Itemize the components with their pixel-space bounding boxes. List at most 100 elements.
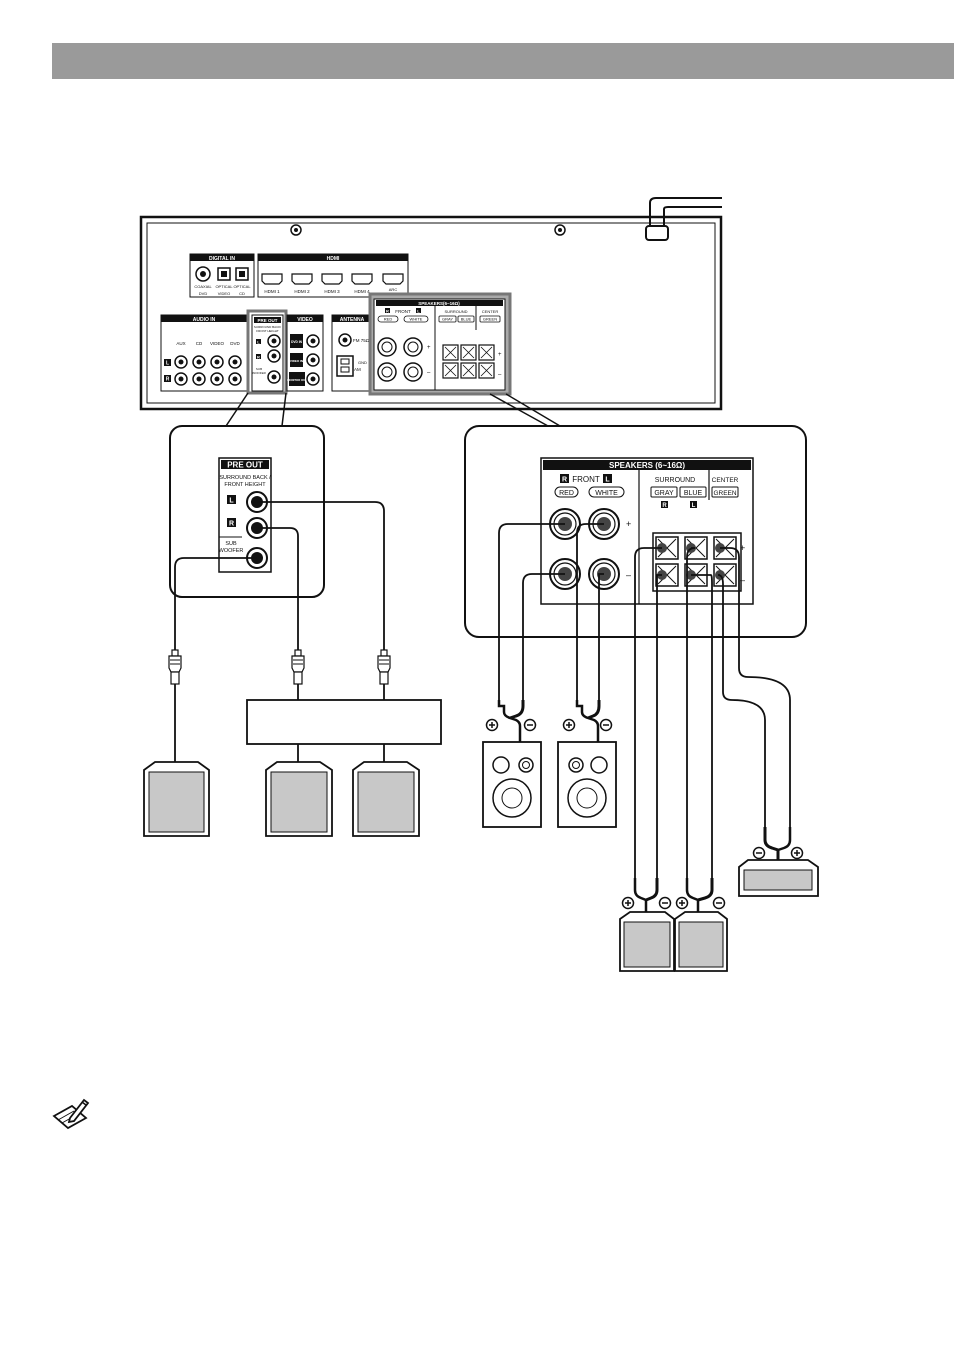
speakers-small-red: RED [384,317,393,322]
speakers-small-minus-right: – [498,372,502,378]
speakers-small-blue: BLUE [461,317,472,322]
speakers-zoom-front: FRONT [572,475,600,484]
speakers-small-minus: – [427,370,431,376]
audio-in-dvd: DVD [230,341,240,346]
speakers-zoom-green: GREEN [713,490,736,497]
speakers-small-section: SPEAKERS(6~16Ω) R FRONT L RED WHITE SURR… [368,292,512,396]
front-speaker-l [557,700,617,828]
audio-in-title: AUDIO IN [193,317,216,323]
audio-in-aux: AUX [176,341,185,346]
pre-out-zoom-sub1: SURROUND BACK / [219,475,271,481]
speakers-zoom-surround-r: R [662,503,667,509]
optical2-label: OPTICAL [233,284,251,289]
antenna-fm: FM 75Ω [353,338,370,343]
pre-out-small-sw1: SUB [256,367,262,371]
pre-out-small-l: L [257,339,260,344]
power-cord [649,197,722,237]
antenna-section: ANTENNA FM 75Ω GND AM [331,314,373,392]
surround-back-speaker-r [265,761,333,837]
zoom-leader-pre-out [225,392,287,427]
speakers-zoom-sc-plus: + [740,543,745,553]
section-header-bar [52,43,954,79]
speakers-zoom-title: SPEAKERS (6~16Ω) [609,461,685,470]
minus-terminal-icon [599,718,613,732]
rca-cables [174,501,385,650]
audio-in-r: R [166,377,170,383]
hdmi-arc-label: ARC [389,287,398,292]
hdmi-port-2: HDMI 2 [294,289,310,294]
speakers-zoom-white: WHITE [595,490,618,497]
surround-speaker-r [619,878,675,972]
front-speaker-r [482,700,542,828]
audio-in-l: L [166,361,169,367]
speakers-small-plus-right: + [498,352,502,358]
subwoofer-speaker [143,761,210,837]
video-video-in: VIDEO IN [290,359,303,363]
surround-back-speaker-l [352,761,420,837]
speakers-zoom-blue: BLUE [684,490,703,497]
hdmi-port-1: HDMI 1 [264,289,280,294]
speakers-zoom-panel: SPEAKERS (6~16Ω) R FRONT L RED WHITE SUR… [464,425,807,638]
speakers-zoom-center: CENTER [712,477,739,484]
speakers-zoom-front-minus: – [626,570,631,580]
pre-out-small-r: R [257,354,260,359]
speakers-zoom-red: RED [559,490,574,497]
speakers-small-white: WHITE [410,317,423,322]
center-speaker [738,827,819,897]
digital-src2: VIDEO [218,291,230,296]
plus-terminal-icon [562,718,576,732]
video-monitor-out: MONITOR OUT [287,378,307,382]
speakers-small-r: R [386,308,389,313]
pre-out-zoom-r: R [229,521,234,528]
audio-in-video: VIDEO [210,341,225,346]
speakers-zoom-sc-minus: – [740,575,745,585]
screw-icon [290,224,302,236]
digital-src1: DVD [199,291,208,296]
amp-speaker-wires [297,744,385,762]
digital-in-title: DIGITAL IN [209,256,235,262]
pre-out-small-sub2: FRONT HEIGHT [256,329,279,333]
speakers-zoom-surround-l: L [692,503,696,509]
speakers-small-center: CENTER [482,309,499,314]
pre-out-small-section: PRE OUT SURROUND BACK/ FRONT HEIGHT L R … [246,309,288,395]
plus-terminal-icon [621,896,635,910]
receiver-rear-panel: DIGITAL IN COAXIAL OPTICAL OPTICAL DVD V… [139,197,723,411]
hdmi-port-3: HDMI 3 [324,289,340,294]
speakers-small-l: L [417,308,420,313]
speakers-zoom-r: R [562,477,567,484]
pre-out-zoom-panel: PRE OUT SURROUND BACK / FRONT HEIGHT L R… [169,425,325,598]
digital-src3: CD [239,291,245,296]
pre-out-small-sw2: WOOFER [252,371,266,375]
antenna-am: AM [354,367,361,372]
minus-terminal-icon [523,718,537,732]
speakers-small-green: GREEN [483,317,497,322]
speakers-small-plus: + [427,345,431,351]
plus-terminal-icon [675,896,689,910]
pre-out-zoom-sw1: SUB [225,541,237,547]
video-section: VIDEO DVD IN VIDEO IN MONITOR OUT [286,314,324,392]
speakers-zoom-front-plus: + [626,519,631,529]
screw-icon [554,224,566,236]
power-cord-strain-relief [645,225,669,241]
rca-plug-r [291,649,305,700]
minus-terminal-icon [658,896,672,910]
coaxial-label: COAXIAL [194,284,212,289]
pre-out-zoom-sub2: FRONT HEIGHT [224,482,266,488]
rca-plug-subwoofer [168,649,182,762]
speakers-zoom-surround: SURROUND [655,477,695,484]
speakers-small-front: FRONT [395,309,411,314]
pre-out-small-sub1: SURROUND BACK/ [254,325,281,329]
speakers-zoom-gray: GRAY [654,490,674,497]
hdmi-port-4: HDMI 4 [354,289,370,294]
speaker-wires [498,523,791,878]
pre-out-zoom-sw2: WOOFER [219,548,244,554]
pre-out-small-title: PRE OUT [257,318,277,323]
surround-speaker-l [674,878,728,972]
note-pencil-icon [52,1098,90,1130]
speakers-zoom-l: L [605,477,610,484]
speakers-small-surround: SURROUND [444,309,467,314]
hdmi-title: HDMI [327,256,340,262]
optical1-label: OPTICAL [215,284,233,289]
antenna-title: ANTENNA [340,317,365,323]
hdmi-section: HDMI HDMI 1 HDMI 2 HDMI 3 HDMI 4 ARC MON… [257,253,409,298]
